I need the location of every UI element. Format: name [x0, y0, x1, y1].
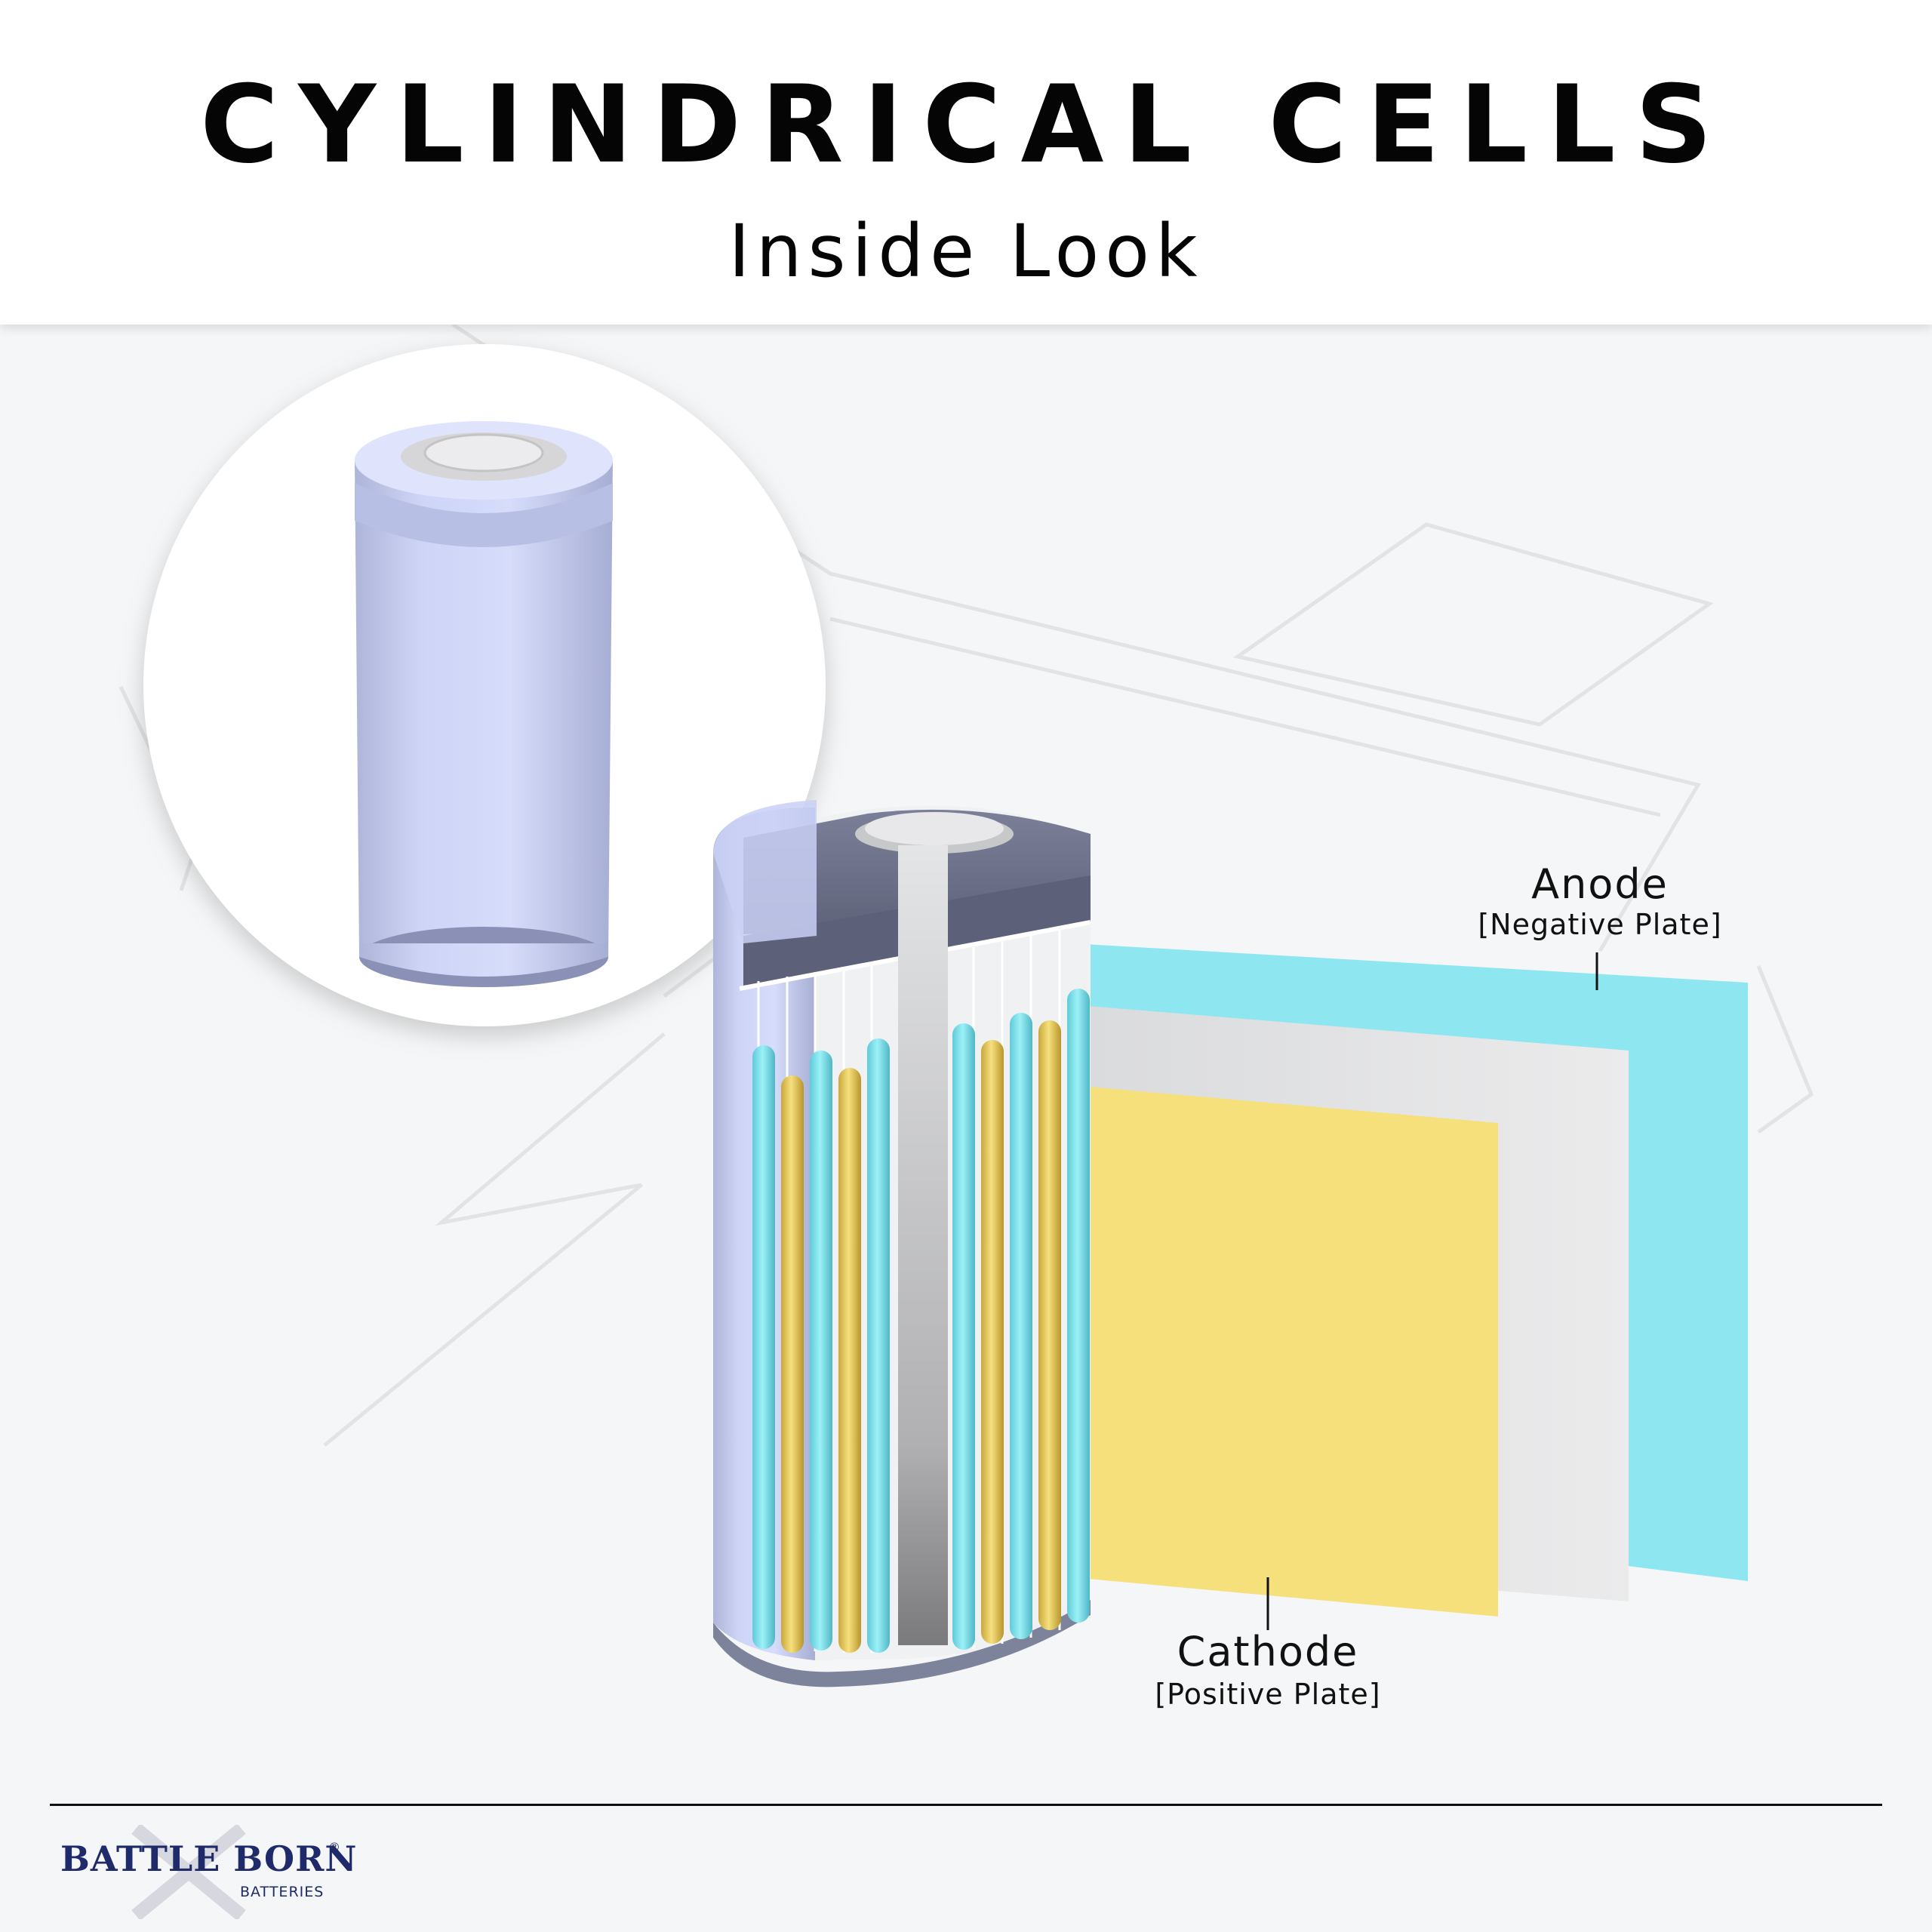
cathode-sublabel: [Positive Plate]	[1155, 1678, 1381, 1711]
cathode-rod	[981, 1040, 1004, 1644]
anode-sublabel: [Negative Plate]	[1478, 908, 1722, 941]
electrode-rods	[752, 989, 1090, 1653]
anode-rod	[752, 1045, 775, 1649]
page-title: CYLINDRICAL CELLS	[200, 63, 1732, 187]
anode-rod	[1010, 1013, 1032, 1639]
header: CYLINDRICAL CELLS Inside Look	[0, 0, 1932, 325]
cathode-rod	[781, 1075, 804, 1653]
brand-registered: ®	[328, 1840, 340, 1854]
anode-rod	[952, 1023, 975, 1650]
electrode-plates	[1060, 943, 1748, 1617]
brand-name: BATTLE BORN	[60, 1838, 358, 1879]
cathode-label: Cathode	[1177, 1628, 1359, 1675]
lightning-x-icon	[131, 1825, 246, 1919]
brand-tagline: BATTERIES	[240, 1884, 325, 1900]
cathode-rod	[1038, 1020, 1061, 1630]
cathode-plate	[1072, 1085, 1498, 1617]
sealed-cell-inset	[143, 344, 826, 1026]
page-subtitle: Inside Look	[728, 209, 1204, 294]
footer-divider	[50, 1804, 1882, 1806]
anode-rod	[1067, 989, 1090, 1623]
anode-rod	[810, 1051, 832, 1651]
anode-rod	[867, 1038, 890, 1653]
brand-logo: BATTLE BORN ® BATTERIES	[45, 1825, 362, 1919]
anode-label: Anode	[1531, 860, 1669, 908]
cathode-rod	[838, 1068, 861, 1653]
